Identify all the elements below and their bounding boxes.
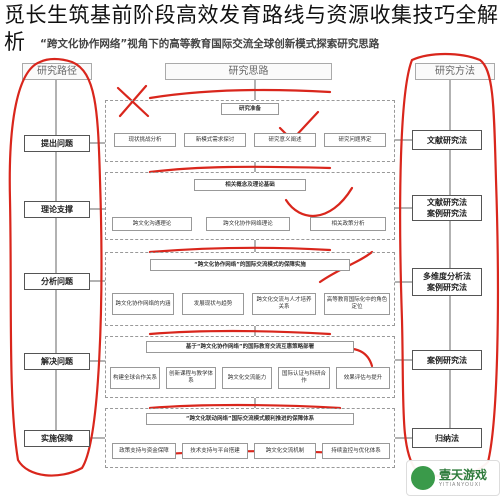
stage-analysis: “跨文化协作网络”的国际交流模式的保障实施 跨文化协作网络的内涵 发展现状与趋势… xyxy=(105,252,395,326)
stage-item: 跨文化交流与人才培养关系 xyxy=(252,293,316,315)
right-step-4: 案例研究法 xyxy=(412,350,482,370)
left-step-3: 分析问题 xyxy=(24,273,90,290)
left-step-2: 理论支撑 xyxy=(24,201,90,218)
watermark-sub: YITIANYOUXI xyxy=(439,482,482,488)
stage-item: 高等教育国际化中的角色定位 xyxy=(324,293,390,315)
underline-stroke xyxy=(148,329,332,336)
stage-item: 现状挑战分析 xyxy=(114,133,176,147)
stage-item: 跨文化交流机制 xyxy=(254,443,316,459)
underline-stroke xyxy=(148,246,332,254)
stage-item: 技术支持与平台搭建 xyxy=(182,443,248,459)
stage-item: 国际认证与科研合作 xyxy=(278,367,330,389)
page-title: 觅长生筑基前阶段高效发育路线与资源收集技巧全解析 xyxy=(4,3,499,54)
right-step-5: 归纳法 xyxy=(412,428,482,448)
left-column-scribble xyxy=(8,57,103,477)
stage-item: 创新课程与教学体系 xyxy=(166,367,216,389)
right-column-scribble xyxy=(399,52,500,478)
stage-item: 政策支持与资金保障 xyxy=(112,443,176,459)
stage-title: 相关概念及理论基础 xyxy=(194,179,306,191)
left-step-4: 解决问题 xyxy=(24,353,90,370)
left-step-5: 实施保障 xyxy=(24,430,90,447)
stage-item: 跨文化交流能力 xyxy=(222,367,272,389)
right-step-1: 文献研究法 xyxy=(412,130,482,150)
stage-item: 新模式需求探讨 xyxy=(184,133,246,147)
column-header-middle: 研究思路 xyxy=(165,63,332,80)
right-step-2: 文献研究法 案例研究法 xyxy=(412,195,482,221)
right-step-3: 多维度分析法 案例研究法 xyxy=(412,268,482,296)
stage-item: 构建全球合作关系 xyxy=(110,367,160,389)
stage-item: 研究问题界定 xyxy=(324,133,386,147)
stage-theory: 相关概念及理论基础 跨文化沟通理论 跨文化协作网络理论 相关政策分析 xyxy=(105,172,395,240)
brand-logo-icon xyxy=(411,466,435,490)
stage-research-prep: 研究准备 现状挑战分析 新模式需求探讨 研究意义阐述 研究问题界定 xyxy=(105,100,395,162)
stage-guarantee: “跨文化联动网络”国际交流模式顺利推进的保障体系 政策支持与资金保障 技术支持与… xyxy=(105,408,395,468)
stage-item: 跨文化协作网络理论 xyxy=(206,217,290,231)
column-header-right: 研究方法 xyxy=(415,63,495,80)
stage-item: 研究意义阐述 xyxy=(254,133,316,147)
stage-item: 效果评估与提升 xyxy=(336,367,390,389)
stage-item: 跨文化沟通理论 xyxy=(112,217,192,231)
watermark-text: 壹天游戏 YITIANYOUXI xyxy=(439,468,487,488)
diagram-title: “跨文化协作网络”视角下的高等教育国际交流全球创新模式探索研究思路 xyxy=(40,38,380,50)
check-stroke xyxy=(284,186,354,217)
stage-title: 基于“跨文化协作网络”的国际教育交流互惠策略部署 xyxy=(146,341,354,353)
underline-stroke xyxy=(148,403,342,410)
stage-item: 跨文化协作网络的内涵 xyxy=(112,293,174,315)
stage-title: “跨文化协作网络”的国际交流模式的保障实施 xyxy=(150,259,350,271)
stage-item: 持续监控与优化体系 xyxy=(322,443,390,459)
left-step-1: 提出问题 xyxy=(24,135,90,152)
underline-stroke xyxy=(148,165,332,174)
stage-item: 相关政策分析 xyxy=(310,217,386,231)
x-mark xyxy=(116,84,150,118)
stage-item: 发展现状与趋势 xyxy=(182,293,244,315)
underline-stroke xyxy=(148,88,332,100)
watermark-brand: 壹天游戏 xyxy=(439,468,488,482)
watermark: 壹天游戏 YITIANYOUXI xyxy=(406,460,500,496)
column-header-left: 研究路径 xyxy=(22,63,92,80)
stage-solution: 基于“跨文化协作网络”的国际教育交流互惠策略部署 构建全球合作关系 创新课程与教… xyxy=(105,336,395,398)
stage-title: “跨文化联动网络”国际交流模式顺利推进的保障体系 xyxy=(146,413,354,425)
stage-title: 研究准备 xyxy=(221,103,279,115)
